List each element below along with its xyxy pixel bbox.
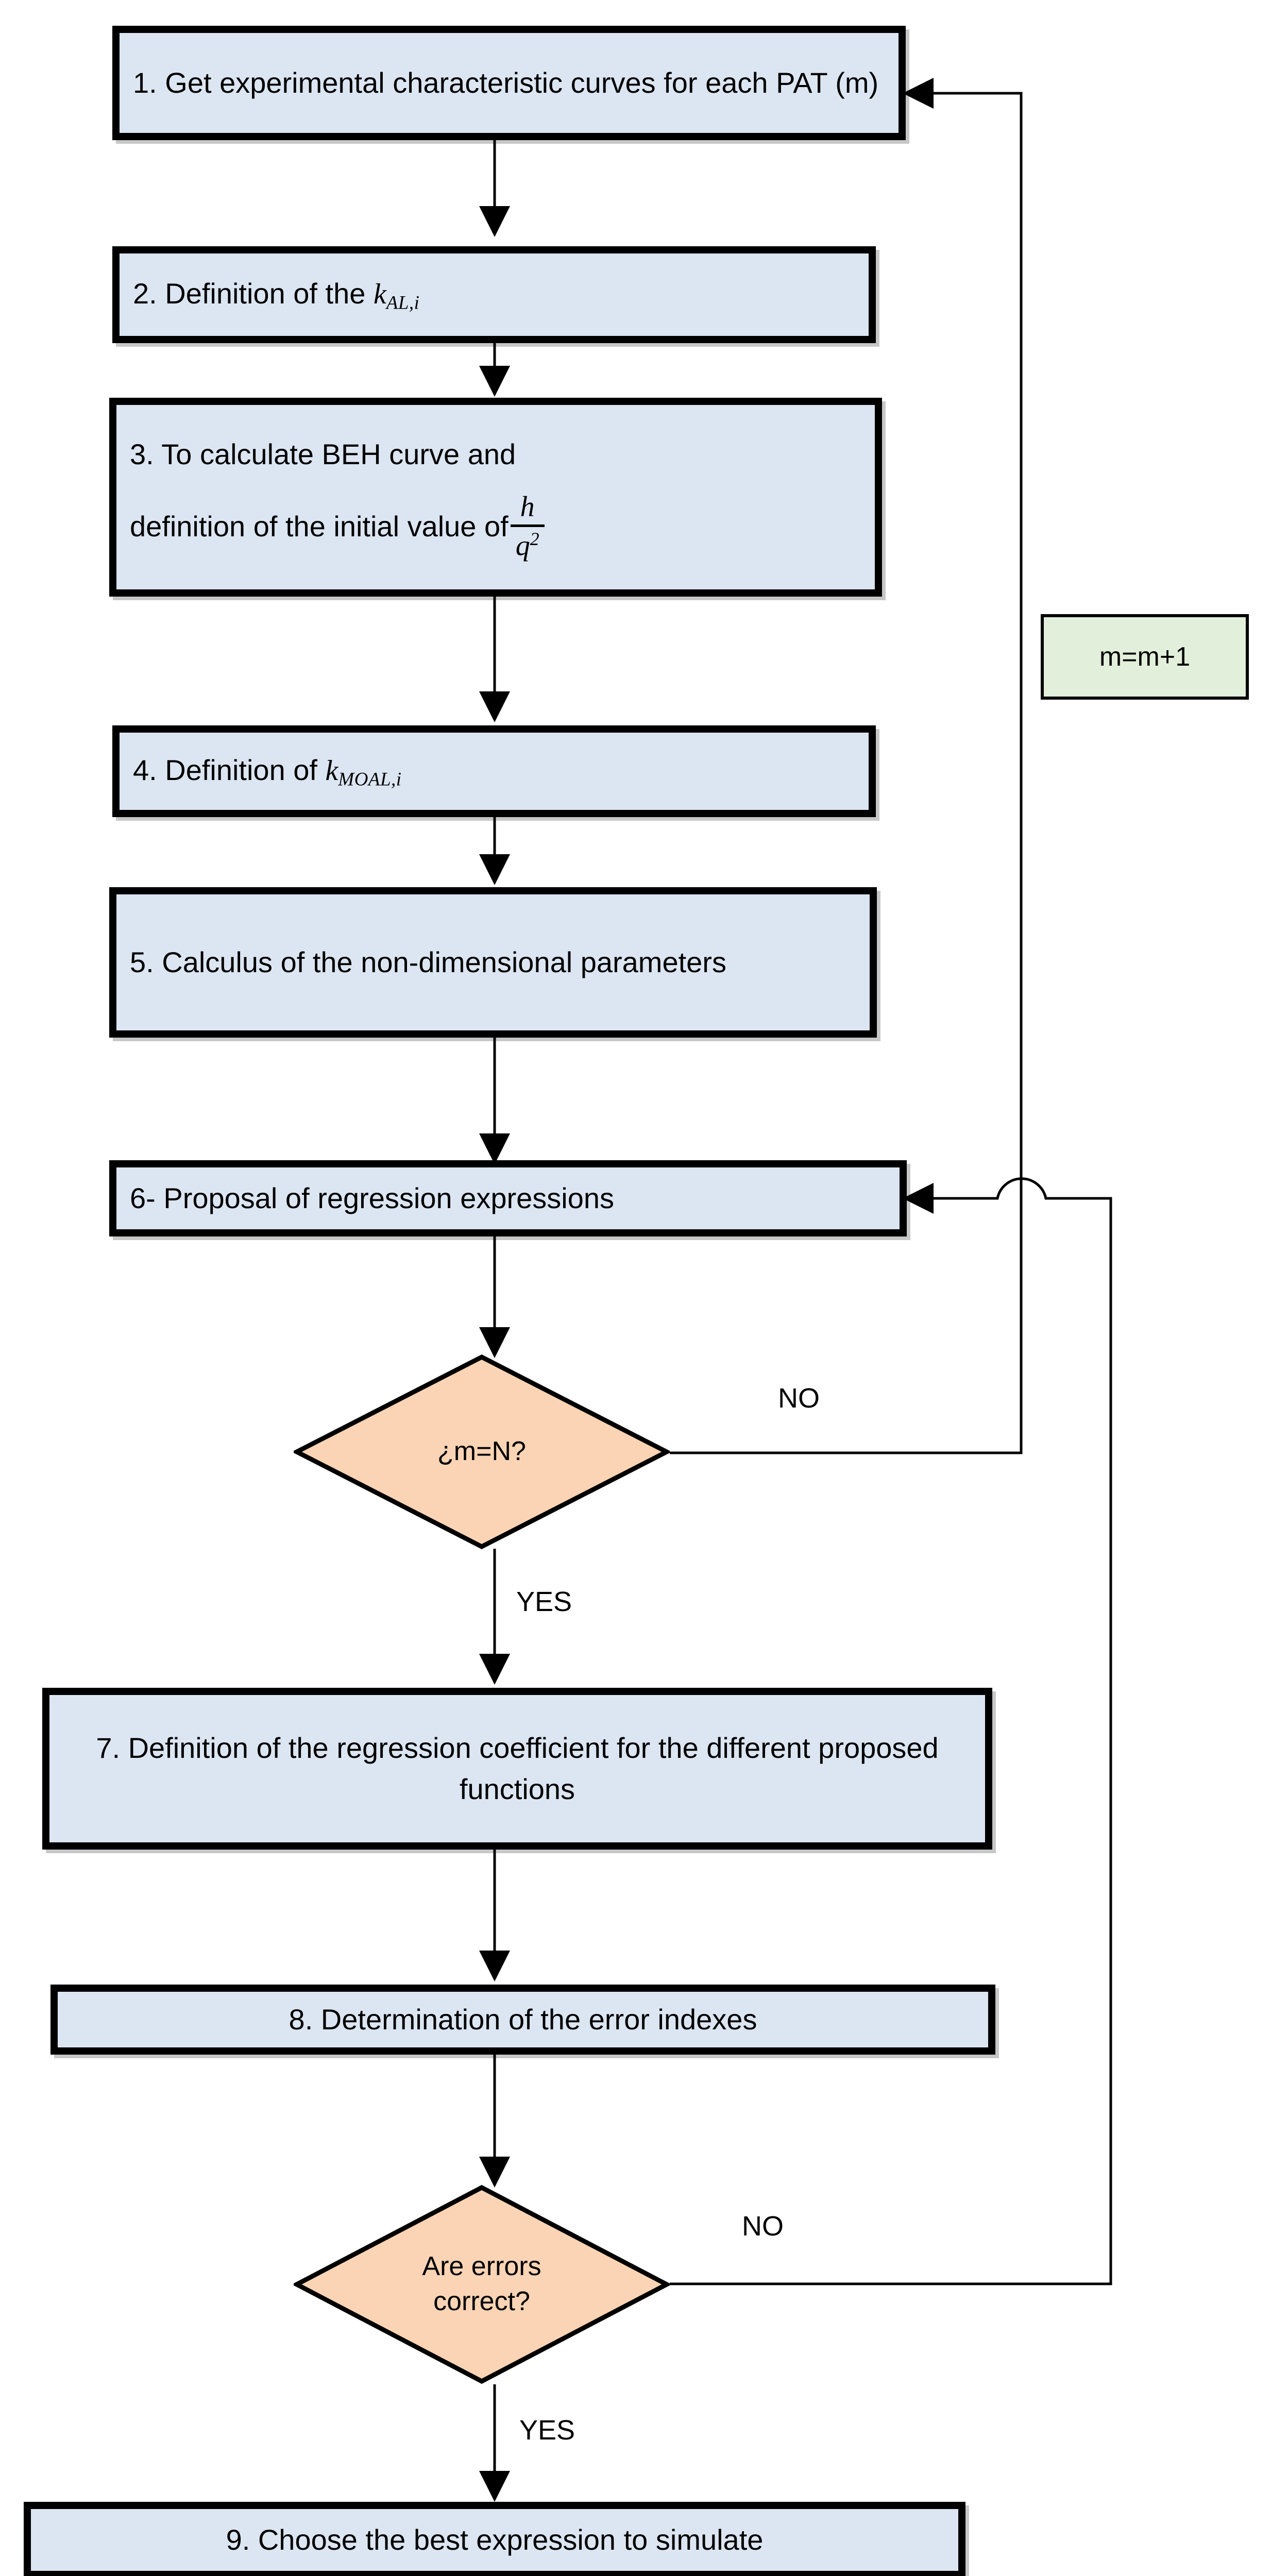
- aux-box-counter-increment-label: m=m+1: [1099, 642, 1191, 672]
- process-box-1[interactable]: 1. Get experimental characteristic curve…: [112, 26, 906, 140]
- process-box-2-symbol: k: [373, 278, 386, 311]
- process-box-1-label: 1. Get experimental characteristic curve…: [133, 66, 879, 99]
- edge-label-d2-no: NO: [742, 2211, 784, 2242]
- fraction-den-exponent: 2: [530, 528, 539, 549]
- process-box-6[interactable]: 6- Proposal of regression expressions: [109, 1160, 907, 1236]
- process-box-4[interactable]: 4. Definition of kMOAL,i: [112, 725, 876, 817]
- decision-diamond-m-equals-n-shape: [292, 1354, 672, 1550]
- process-box-5[interactable]: 5. Calculus of the non-dimensional param…: [109, 887, 877, 1038]
- fraction-denominator: q2: [511, 530, 545, 561]
- process-box-9[interactable]: 9. Choose the best expression to simulat…: [24, 2502, 965, 2576]
- process-box-3-line2: definition of the initial value of h q2: [130, 493, 861, 561]
- process-box-3-line1: 3. To calculate BEH curve and: [130, 438, 516, 471]
- decision-2-line2: correct?: [433, 2286, 530, 2316]
- fraction-den-base: q: [515, 530, 530, 562]
- process-box-3-line2-prefix: definition of the initial value of: [130, 510, 509, 543]
- process-box-4-label: 4. Definition of kMOAL,i: [120, 750, 869, 793]
- process-box-9-label: 9. Choose the best expression to simulat…: [226, 2523, 764, 2556]
- process-box-8-label: 8. Determination of the error indexes: [289, 2003, 757, 2036]
- process-box-7-label: 7. Definition of the regression coeffici…: [96, 1732, 939, 1805]
- edge-label-d1-no: NO: [778, 1383, 820, 1414]
- edge-label-d2-yes: YES: [519, 2415, 575, 2446]
- process-box-6-label: 6- Proposal of regression expressions: [130, 1182, 615, 1215]
- aux-box-counter-increment[interactable]: m=m+1: [1041, 614, 1249, 700]
- process-box-5-label: 5. Calculus of the non-dimensional param…: [130, 946, 726, 979]
- process-box-8[interactable]: 8. Determination of the error indexes: [50, 1985, 995, 2055]
- decision-diamond-errors-correct-shape: [292, 2184, 672, 2384]
- process-box-2-subscript: AL,i: [386, 292, 420, 313]
- fraction-bar: [510, 524, 545, 527]
- decision-diamond-errors-correct-label: Are errors correct?: [294, 2184, 670, 2384]
- decision-diamond-m-equals-n[interactable]: ¿m=N?: [292, 1354, 672, 1550]
- process-box-7[interactable]: 7. Definition of the regression coeffici…: [42, 1688, 992, 1850]
- edge-d1-no-to-1: [670, 78, 1023, 1454]
- process-box-3-label: 3. To calculate BEH curve and definition…: [116, 434, 875, 561]
- decision-diamond-m-equals-n-label: ¿m=N?: [437, 1436, 526, 1467]
- decision-diamond-errors-correct[interactable]: Are errors correct?: [292, 2184, 672, 2384]
- edge-d2-no-to-6: [670, 1177, 1112, 2285]
- edge-label-d1-yes: YES: [516, 1586, 572, 1617]
- fraction-numerator: h: [520, 490, 535, 523]
- process-box-2[interactable]: 2. Definition of the kAL,i: [112, 246, 876, 343]
- process-box-3[interactable]: 3. To calculate BEH curve and definition…: [109, 398, 882, 597]
- decision-2-line1: Are errors: [422, 2251, 541, 2282]
- fraction-h-over-q-squared: h q2: [510, 490, 545, 561]
- process-box-4-prefix: 4. Definition of: [133, 754, 326, 787]
- process-box-2-label: 2. Definition of the kAL,i: [120, 273, 869, 316]
- process-box-4-subscript: MOAL,i: [338, 768, 402, 790]
- process-box-4-symbol: k: [325, 755, 338, 787]
- process-box-2-prefix: 2. Definition of the: [133, 277, 374, 310]
